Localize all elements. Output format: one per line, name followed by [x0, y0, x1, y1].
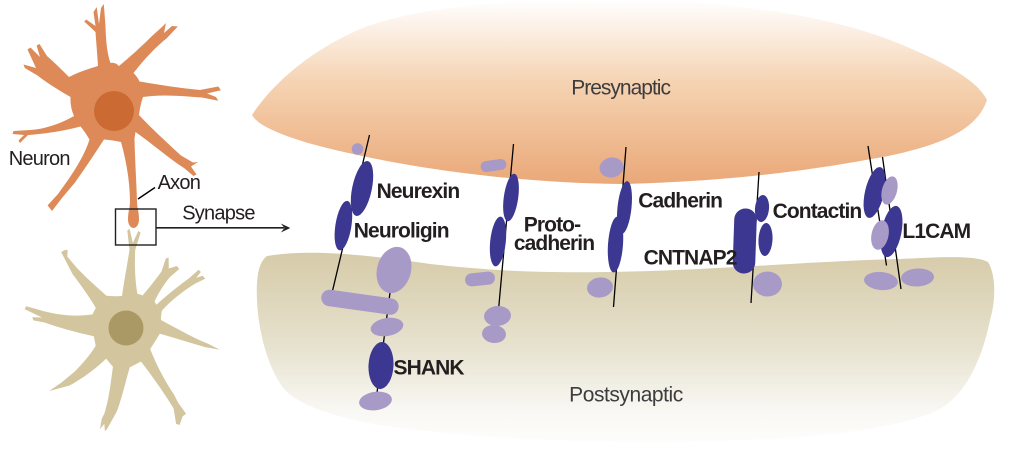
svg-text:Presynaptic: Presynaptic	[571, 76, 670, 99]
svg-text:Synapse: Synapse	[182, 202, 255, 224]
svg-text:cadherin: cadherin	[514, 232, 594, 255]
svg-text:Cadherin: Cadherin	[638, 189, 722, 212]
svg-text:CNTNAP2: CNTNAP2	[644, 247, 737, 270]
svg-text:Proto-: Proto-	[524, 214, 581, 237]
svg-text:Contactin: Contactin	[773, 200, 862, 223]
svg-text:Neuroligin: Neuroligin	[354, 220, 449, 243]
svg-text:Neurexin: Neurexin	[377, 180, 460, 203]
svg-text:Postsynaptic: Postsynaptic	[569, 383, 683, 406]
svg-text:Neuron: Neuron	[9, 148, 70, 170]
svg-text:L1CAM: L1CAM	[902, 220, 970, 243]
svg-text:Axon: Axon	[158, 172, 201, 194]
svg-text:SHANK: SHANK	[394, 357, 465, 380]
